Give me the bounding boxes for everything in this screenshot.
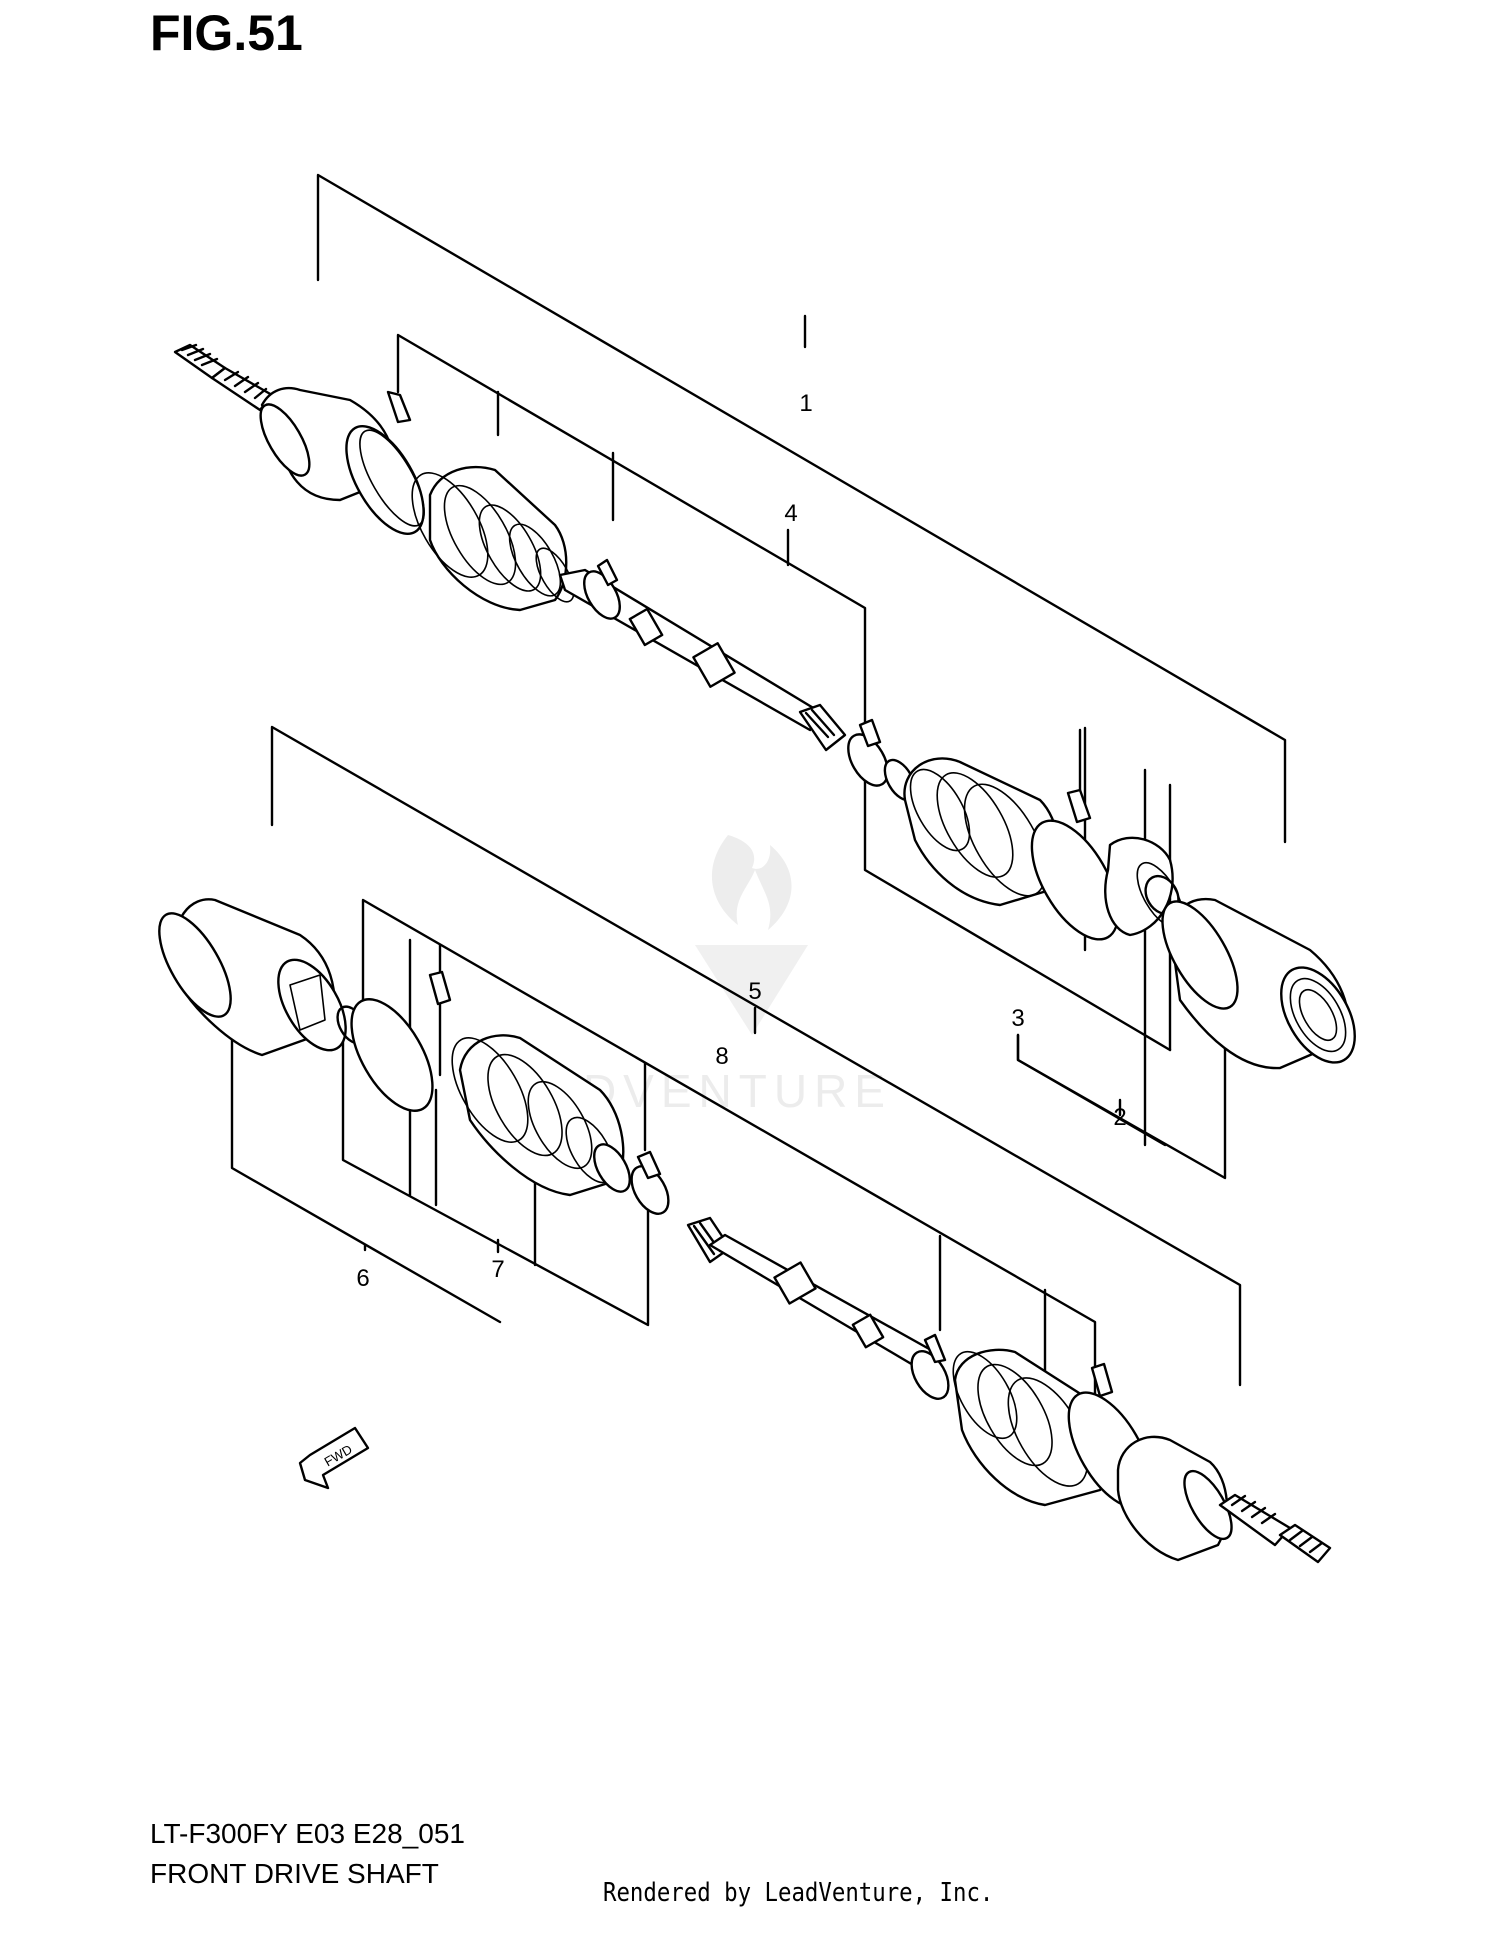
leader-lines [230, 173, 1287, 1442]
lower-inner-joint-housing [158, 898, 347, 1057]
lower-axle-shaft [708, 1233, 942, 1377]
forward-direction-arrow: FWD [298, 1426, 370, 1490]
upper-threaded-end [173, 343, 274, 412]
upper-outer-boot [411, 465, 575, 612]
model-code: LT-F300FY E03 E28_051 [150, 1818, 465, 1849]
figure-title: FIG.51 [150, 5, 303, 61]
leader-6 [230, 1033, 502, 1324]
callout-6[interactable]: 6 [356, 1265, 370, 1292]
inner-joint-housing [1161, 897, 1356, 1070]
render-credit: Rendered by LeadVenture, Inc. [603, 1878, 994, 1908]
lower-outer-boot [952, 1348, 1110, 1507]
page-caption: FRONT DRIVE SHAFT [150, 1858, 439, 1889]
lower-small-clamp-1 [630, 1165, 670, 1215]
callout-2[interactable]: 2 [1113, 1104, 1127, 1131]
lower-inner-clamp [350, 998, 434, 1112]
callout-7[interactable]: 7 [491, 1256, 505, 1283]
upper-outer-clamp [345, 424, 425, 536]
upper-small-clamp-2 [847, 733, 889, 787]
callout-5[interactable]: 5 [748, 978, 762, 1005]
lower-drive-shaft [158, 898, 1332, 1564]
upper-inner-clamp [1030, 819, 1120, 941]
leader-2 [1016, 1033, 1227, 1180]
callout-4[interactable]: 4 [784, 500, 798, 527]
leader-3 [1016, 1033, 1167, 1147]
leader-1 [316, 173, 1287, 844]
leader-7 [341, 1033, 650, 1327]
lower-threaded-end [1218, 1493, 1332, 1564]
lower-inner-boot [451, 1034, 625, 1197]
upper-drive-shaft [173, 343, 1356, 1070]
leader-4 [396, 333, 1172, 1052]
lower-small-clamp-2 [910, 1350, 950, 1400]
leader-5 [270, 725, 1242, 1387]
callout-8[interactable]: 8 [715, 1043, 729, 1070]
callout-1[interactable]: 1 [799, 390, 813, 417]
callout-3[interactable]: 3 [1011, 1005, 1025, 1032]
